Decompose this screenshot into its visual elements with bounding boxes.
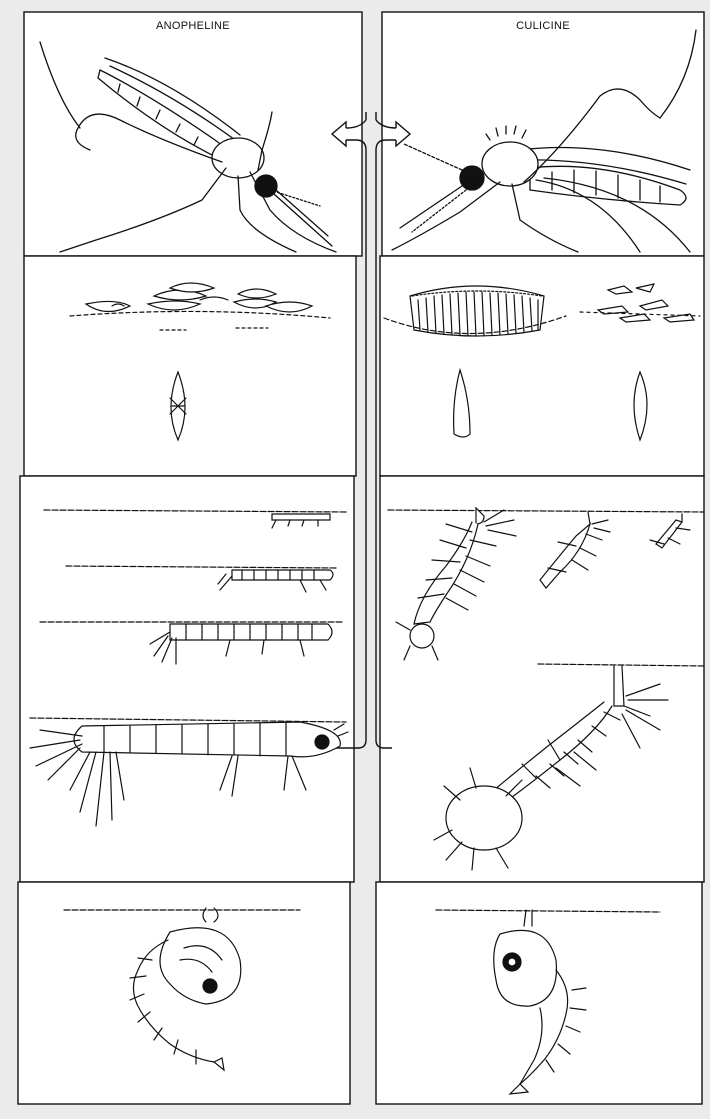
culicine-larva-panel (380, 476, 704, 882)
anopheline-larva-panel (20, 476, 354, 882)
culicine-adult-panel (382, 12, 704, 256)
culicine-heading: CULICINE (382, 18, 704, 34)
culicine-egg-panel (380, 256, 704, 476)
anopheline-heading: ANOPHELINE (24, 18, 362, 34)
